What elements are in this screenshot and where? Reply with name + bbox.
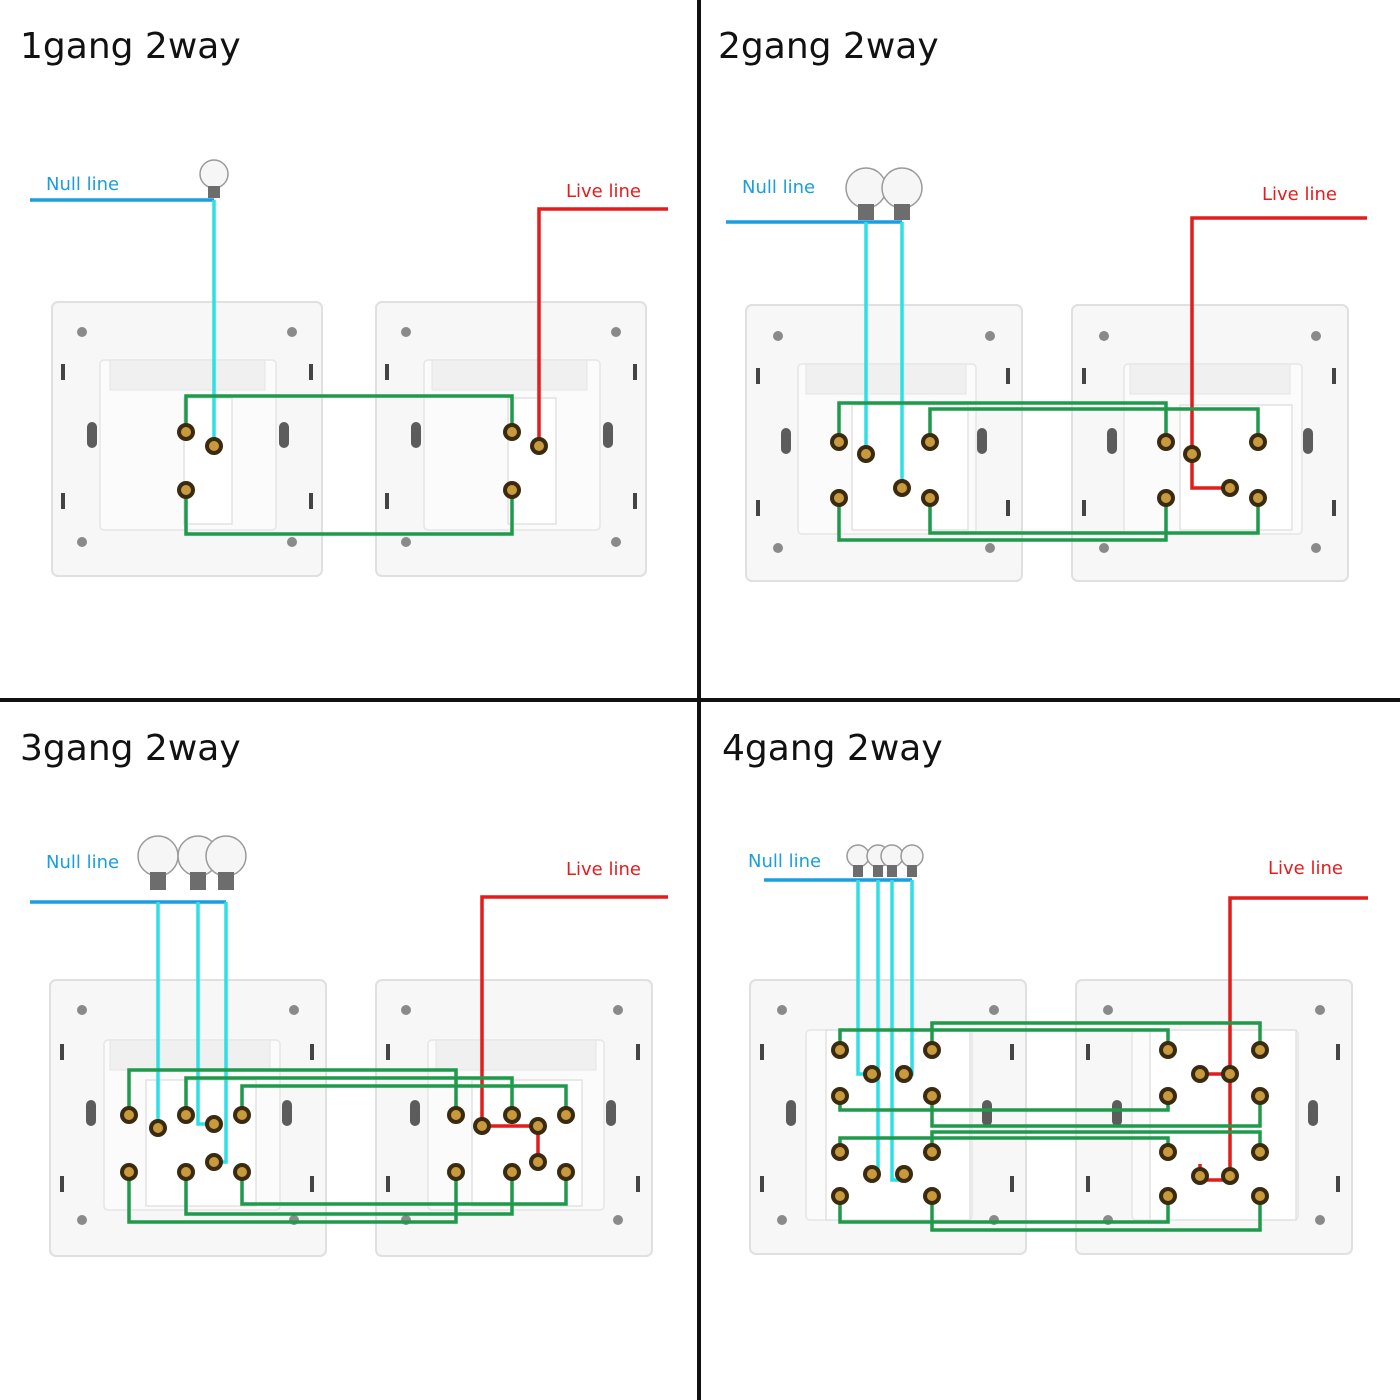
link-wire-top — [184, 394, 514, 432]
live-line-label: Live line — [1268, 858, 1343, 879]
live-line-label: Live line — [566, 859, 641, 880]
screw-terminal-icon — [177, 423, 548, 499]
screw-terminal-icon — [120, 1106, 575, 1181]
link-wire-7 — [838, 1196, 1170, 1224]
link-wire-1 — [838, 1028, 1170, 1050]
live-line-wire — [1190, 216, 1367, 490]
light-bulb-icon — [881, 167, 923, 220]
light-bulb-icon — [900, 844, 924, 877]
link-wire-4 — [127, 1172, 458, 1224]
screw-terminal-icon — [830, 433, 1267, 507]
link-wire-1 — [837, 401, 1168, 442]
light-bulb-icon — [137, 835, 179, 890]
link-wire-6 — [240, 1172, 568, 1206]
light-bulb-icon — [199, 159, 229, 198]
link-wire-bottom — [184, 490, 514, 536]
quadrant-4gang-2way: 4gang 2way Null line Live line — [722, 728, 1368, 1255]
link-wire-2 — [930, 1021, 1262, 1050]
live-line-wire — [537, 207, 668, 446]
light-bulb-icon — [205, 835, 247, 890]
quadrant-3gang-2way: 3gang 2way Null line Live line — [20, 728, 668, 1257]
null-line-label: Null line — [46, 852, 119, 873]
light-bulb-icon — [846, 844, 870, 877]
link-wire-4 — [930, 1096, 1262, 1128]
link-wire-8 — [930, 1196, 1262, 1232]
live-line-wire — [1228, 896, 1368, 1180]
quadrant-title: 3gang 2way — [20, 728, 241, 769]
switch-plate-right — [1075, 979, 1353, 1255]
live-line-label: Live line — [566, 181, 641, 202]
link-wire-5 — [184, 1172, 514, 1216]
null-line-label: Null line — [742, 177, 815, 198]
quadrant-title: 2gang 2way — [718, 26, 939, 67]
light-bulb-icon — [880, 844, 904, 877]
null-line-label: Null line — [748, 851, 821, 872]
link-wire-3 — [837, 498, 1168, 542]
link-wire-2 — [184, 1076, 514, 1115]
quadrant-2gang-2way: 2gang 2way Null line Live line — [718, 26, 1367, 582]
switch-plate-left — [749, 979, 1027, 1255]
link-wire-6 — [930, 1130, 1262, 1152]
screw-terminal-icon — [831, 1041, 1269, 1205]
live-line-label: Live line — [1262, 184, 1337, 205]
quadrant-title: 4gang 2way — [722, 728, 943, 769]
link-wire-1 — [127, 1068, 458, 1115]
null-line-label: Null line — [46, 174, 119, 195]
quadrant-title: 1gang 2way — [20, 26, 241, 67]
link-wire-3 — [240, 1084, 568, 1115]
link-wire-2 — [928, 407, 1260, 442]
quadrant-1gang-2way: 1gang 2way Null line Live line — [20, 26, 668, 577]
link-wire-4 — [928, 498, 1260, 535]
light-bulb-icon — [845, 167, 887, 220]
